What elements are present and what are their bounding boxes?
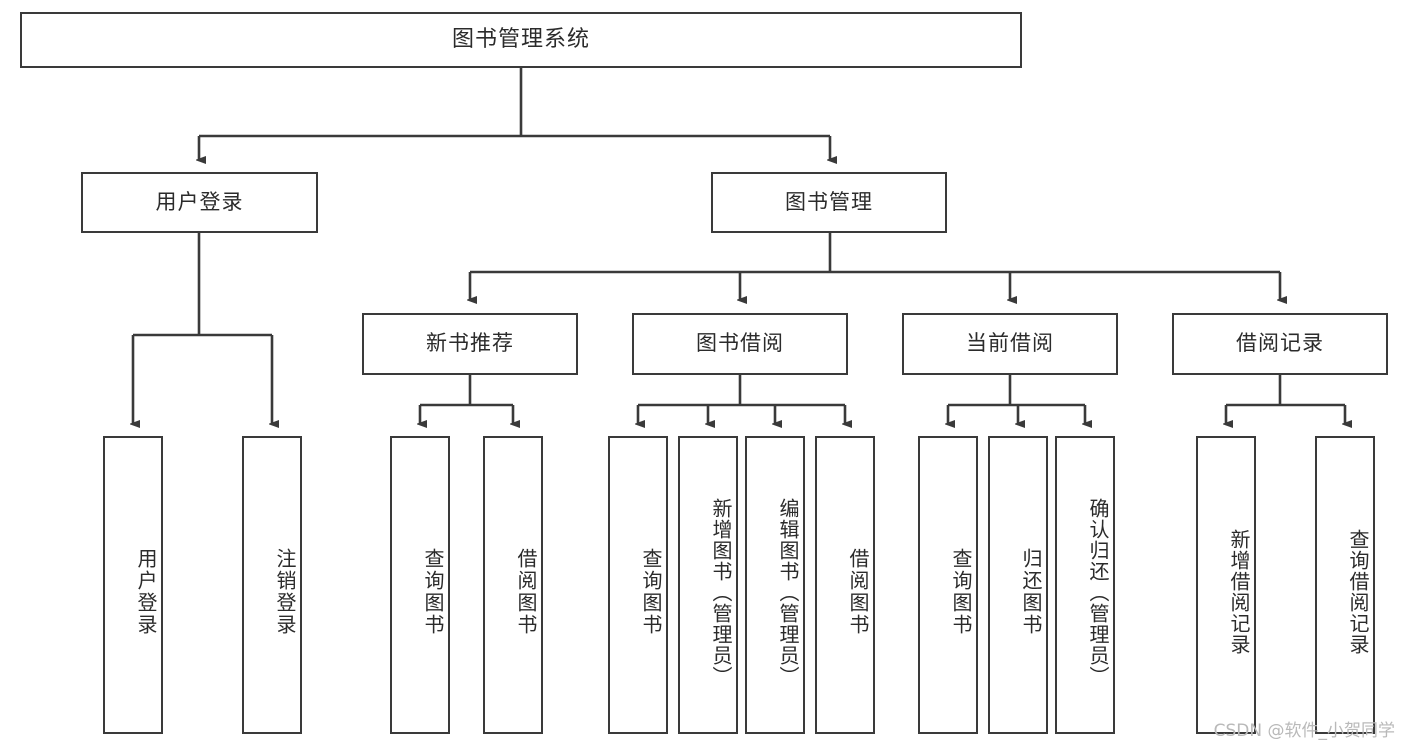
node-root-title[interactable]: 图书管理系统 [20,12,1022,68]
node-label: 编辑图书（管理员） [776,497,800,687]
node-current-borrow[interactable]: 当前借阅 [902,313,1118,375]
node-new-book-recommend[interactable]: 新书推荐 [362,313,578,375]
node-borrow-record[interactable]: 借阅记录 [1172,313,1388,375]
node-leaf-return-book[interactable]: 归还图书 [988,436,1048,734]
node-leaf-query-book-3[interactable]: 查询图书 [918,436,978,734]
node-label: 查询图书 [949,548,973,636]
node-leaf-add-borrow-record[interactable]: 新增借阅记录 [1196,436,1256,734]
node-leaf-add-book[interactable]: 新增图书（管理员） [678,436,738,734]
node-leaf-edit-book[interactable]: 编辑图书（管理员） [745,436,805,734]
node-label: 用户登录 [155,189,244,214]
node-label: 新增图书（管理员） [709,497,733,687]
node-leaf-borrow-book-2[interactable]: 借阅图书 [815,436,875,734]
node-label: 查询图书 [639,548,663,636]
node-label: 借阅记录 [1236,331,1324,356]
node-label: 确认归还（管理员） [1086,497,1110,687]
node-label: 查询图书 [421,548,445,636]
node-leaf-query-borrow-record[interactable]: 查询借阅记录 [1315,436,1375,734]
node-leaf-borrow-book-1[interactable]: 借阅图书 [483,436,543,734]
node-label: 图书借阅 [696,331,784,356]
node-label: 新书推荐 [426,331,514,356]
node-leaf-query-book-1[interactable]: 查询图书 [390,436,450,734]
node-book-borrow[interactable]: 图书借阅 [632,313,848,375]
node-label: 查询借阅记录 [1346,529,1370,655]
node-leaf-confirm-return[interactable]: 确认归还（管理员） [1055,436,1115,734]
node-label: 借阅图书 [514,548,538,636]
node-user-login[interactable]: 用户登录 [81,172,318,233]
node-label: 注销登录 [273,548,297,636]
node-leaf-user-login[interactable]: 用户登录 [103,436,163,734]
node-leaf-query-book-2[interactable]: 查询图书 [608,436,668,734]
node-label: 当前借阅 [966,331,1054,356]
node-label: 图书管理系统 [451,26,590,52]
node-label: 新增借阅记录 [1227,529,1251,655]
node-label: 用户登录 [134,548,158,636]
node-label: 图书管理 [785,189,873,214]
node-leaf-logout-login[interactable]: 注销登录 [242,436,302,734]
node-label: 借阅图书 [846,548,870,636]
node-label: 归还图书 [1019,548,1043,636]
node-book-manage[interactable]: 图书管理 [711,172,947,233]
watermark: CSDN @软件_小贺同学 [1213,721,1395,741]
